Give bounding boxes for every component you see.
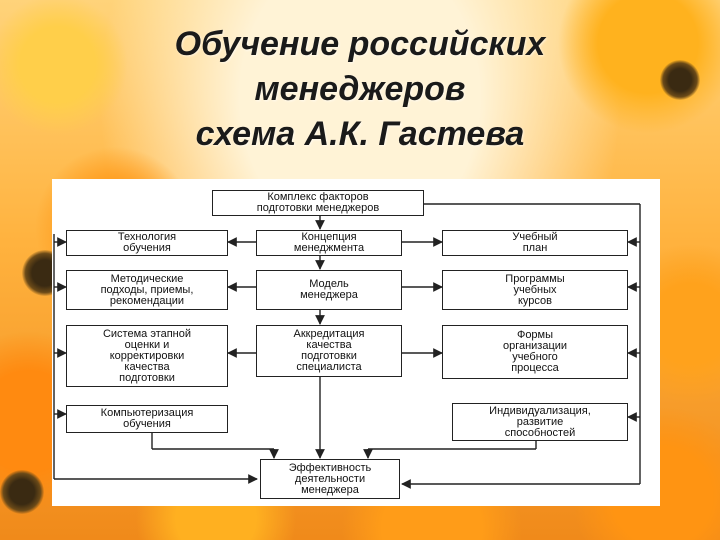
gastev-scheme-diagram: Комплекс факторов подготовки менеджеров … [52,179,660,506]
title-line-3: схема А.К. Гастева [195,115,525,153]
node-computerization: Компьютеризация обучения [66,405,228,433]
node-efficiency: Эффективность деятельности менеджера [260,459,400,499]
slide-title: Обучение российских менеджеров схема А.К… [0,22,720,157]
node-complex-factors: Комплекс факторов подготовки менеджеров [212,190,424,216]
node-assessment: Система этапной оценки и корректировки к… [66,325,228,387]
flower-center-decoration [0,470,44,514]
node-programs: Программы учебных курсов [442,270,628,310]
node-model: Модель менеджера [256,270,402,310]
node-individualization: Индивидуализация, развитие способностей [452,403,628,441]
title-line-1: Обучение российских [174,25,546,63]
connector-lines [53,203,641,489]
node-concept: Концепция менеджмента [256,230,402,256]
title-line-2: менеджеров [254,70,466,108]
node-methods: Методические подходы, приемы, рекомендац… [66,270,228,310]
flower-center-decoration [660,60,700,100]
node-accreditation: Аккредитация качества подготовки специал… [256,325,402,377]
node-technology: Технология обучения [66,230,228,256]
node-forms: Формы организации учебного процесса [442,325,628,379]
node-curriculum: Учебный план [442,230,628,256]
